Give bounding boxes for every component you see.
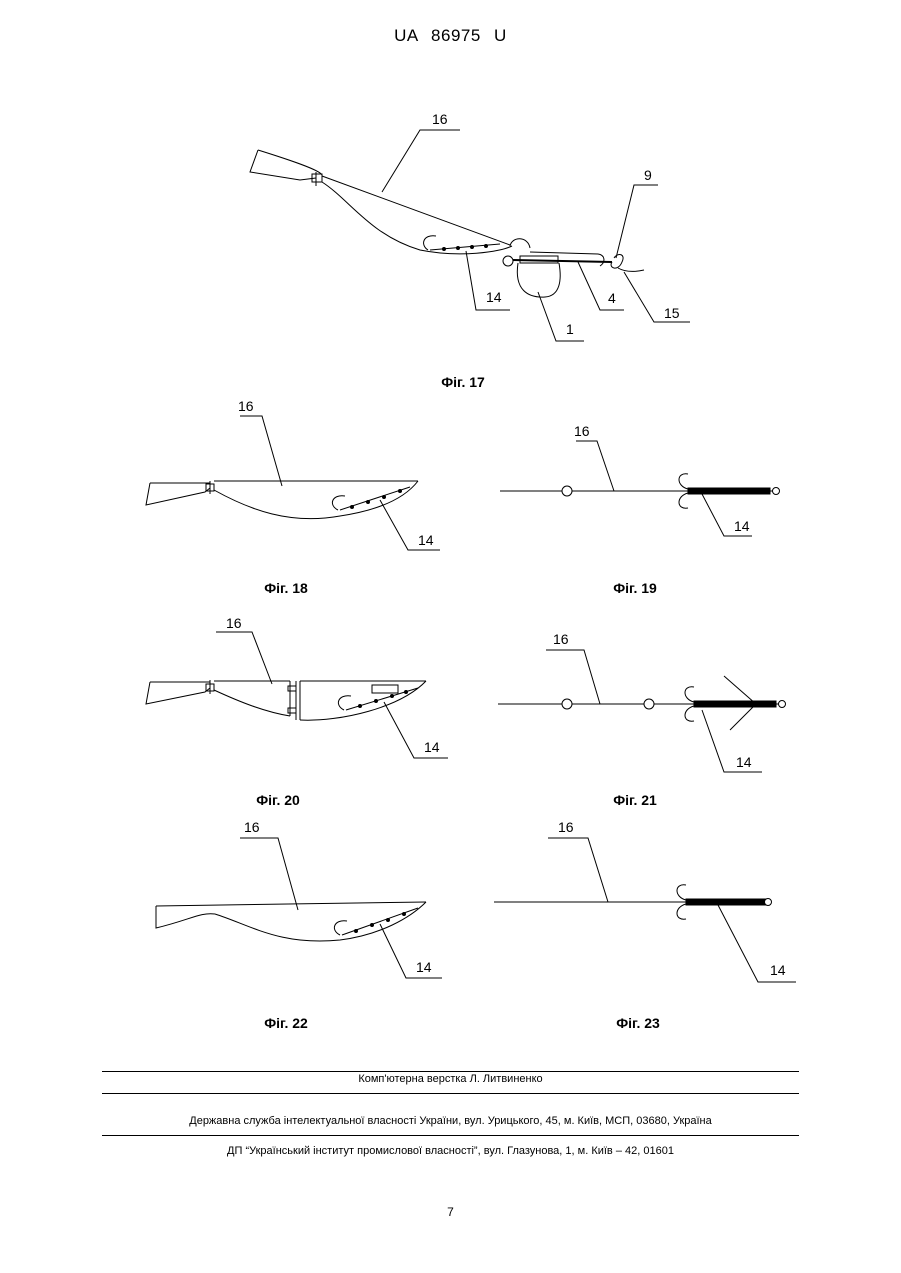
fig21-label-16: 16 xyxy=(553,631,569,647)
fig20-label-14: 14 xyxy=(424,739,440,755)
figure-18-caption: Фіг. 18 xyxy=(216,580,356,596)
figure-23-caption: Фіг. 23 xyxy=(568,1015,708,1031)
figure-22-drawing xyxy=(156,838,442,978)
institute-address: ДП “Український інститут промислової вла… xyxy=(0,1145,901,1157)
fig17-label-14: 14 xyxy=(486,289,502,305)
figure-17-drawing xyxy=(250,130,690,341)
footer-rule-top xyxy=(102,1071,799,1072)
figure-22-caption: Фіг. 22 xyxy=(216,1015,356,1031)
fig17-label-4: 4 xyxy=(608,290,616,306)
fig21-label-14: 14 xyxy=(736,754,752,770)
fig19-label-14: 14 xyxy=(734,518,750,534)
fig18-label-16: 16 xyxy=(238,398,254,414)
fig18-label-14: 14 xyxy=(418,532,434,548)
fig17-label-15: 15 xyxy=(664,305,680,321)
fig17-label-9: 9 xyxy=(644,167,652,183)
footer-rule-middle xyxy=(102,1093,799,1094)
fig17-label-16: 16 xyxy=(432,111,448,127)
figure-18-drawing xyxy=(146,416,440,550)
fig22-label-14: 14 xyxy=(416,959,432,975)
figure-23-drawing xyxy=(494,838,796,982)
fig23-label-16: 16 xyxy=(558,819,574,835)
figure-20-caption: Фіг. 20 xyxy=(208,792,348,808)
footer-rule-bottom xyxy=(102,1135,799,1136)
fig19-label-16: 16 xyxy=(574,423,590,439)
figure-17-caption: Фіг. 17 xyxy=(393,374,533,390)
fig22-label-16: 16 xyxy=(244,819,260,835)
figure-20-drawing xyxy=(146,632,448,758)
fig17-label-1: 1 xyxy=(566,321,574,337)
fig20-label-16: 16 xyxy=(226,615,242,631)
fig23-label-14: 14 xyxy=(770,962,786,978)
figure-21-caption: Фіг. 21 xyxy=(565,792,705,808)
agency-address: Державна служба інтелектуальної власност… xyxy=(0,1115,901,1127)
page-number: 7 xyxy=(0,1205,901,1219)
layout-credit: Комп'ютерна верстка Л. Литвиненко xyxy=(0,1073,901,1085)
figure-19-caption: Фіг. 19 xyxy=(565,580,705,596)
